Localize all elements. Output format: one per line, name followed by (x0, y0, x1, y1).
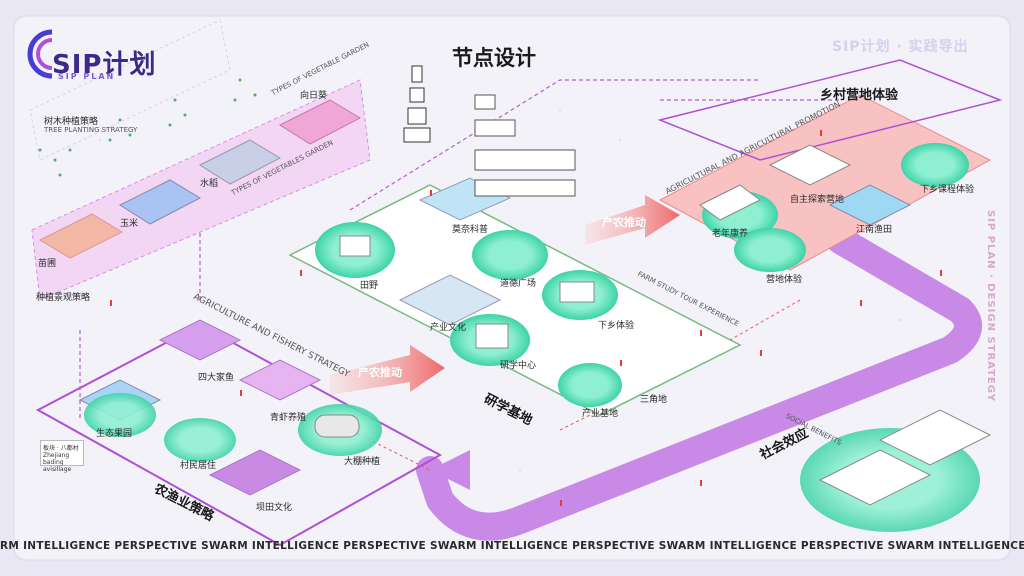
fishery-node-orchard: 生态果园 (96, 429, 133, 439)
field-label-corn: 玉米 (120, 219, 139, 229)
camp-node-experience: 营地体验 (766, 275, 803, 285)
tour-node-field: 田野 (360, 281, 379, 291)
camp-title: 乡村营地体验 (820, 88, 899, 103)
tour-node-culture: 产业文化 (430, 323, 467, 333)
logo-text: SIP计划 (52, 50, 157, 80)
fishery-node-greenhouse: 大棚种植 (344, 457, 381, 467)
fishery-node-fish: 四大家鱼 (198, 373, 235, 383)
logo-icon (27, 29, 53, 79)
logo-subtitle: SIP PLAN (58, 72, 116, 81)
field-label-rice: 水稻 (200, 179, 219, 189)
info-cards (403, 65, 576, 197)
farm-tour-hubs (315, 222, 622, 407)
camp-node-elderly: 老年康养 (712, 229, 749, 239)
card-line-3: avisillage (43, 466, 72, 473)
fishery-zone (35, 319, 443, 547)
page-title: 节点设计 (452, 46, 536, 70)
promote-label-1: 产农推动 (358, 366, 402, 379)
camp-zone (657, 59, 1003, 272)
camp-node-course: 下乡课程体验 (920, 185, 975, 195)
vertical-caption: SIP PLAN · DESIGN STRATEGY (985, 210, 996, 402)
tour-node-study-center: 研学中心 (500, 361, 537, 371)
card-line-2: Zhejiang bading (43, 452, 70, 466)
social-road (416, 226, 982, 541)
promote-arrow-1 (330, 345, 445, 395)
tour-node-industry: 产业基地 (582, 409, 619, 419)
people-markers (110, 130, 942, 506)
promote-arrow-2 (585, 195, 680, 245)
card-line-1: 板块 · 八都村 (43, 445, 79, 452)
tour-node-plaza: 道德广场 (500, 279, 537, 289)
fishery-node-shrimp: 青虾养殖 (270, 413, 307, 423)
planting-strip (29, 19, 371, 301)
tour-node-countryside: 下乡体验 (598, 321, 635, 331)
camp-node-explore: 自主探索营地 (790, 195, 845, 205)
social-road-arrowhead (430, 450, 470, 490)
planting-title-en: TREE PLANTING STRATEGY (44, 126, 138, 134)
tour-node-monet: 莫奈科普 (452, 225, 489, 235)
camp-node-fishfield: 江南渔田 (856, 225, 893, 235)
planting-title: 树木种植策略 (44, 117, 99, 127)
tour-node-triangle: 三角地 (640, 395, 668, 405)
field-label-sunflower: 向日葵 (300, 91, 328, 101)
location-card: 板块 · 八都村 Zhejiang bading avisillage (40, 440, 84, 473)
ticker-text: RM INTELLIGENCE PERSPECTIVE SWARM INTELL… (0, 540, 1024, 552)
fishery-node-culture: 坝田文化 (256, 503, 293, 513)
planting-bottom-label: 种植景观策略 (36, 293, 91, 303)
slogan: SIP计划 · 实践导出 (832, 39, 969, 55)
social-node (800, 409, 992, 532)
planting-trees (38, 78, 257, 177)
fishery-node-village: 村民居住 (180, 461, 217, 471)
promote-label-2: 产农推动 (602, 216, 646, 229)
field-label-nursery: 苗圃 (38, 259, 57, 269)
